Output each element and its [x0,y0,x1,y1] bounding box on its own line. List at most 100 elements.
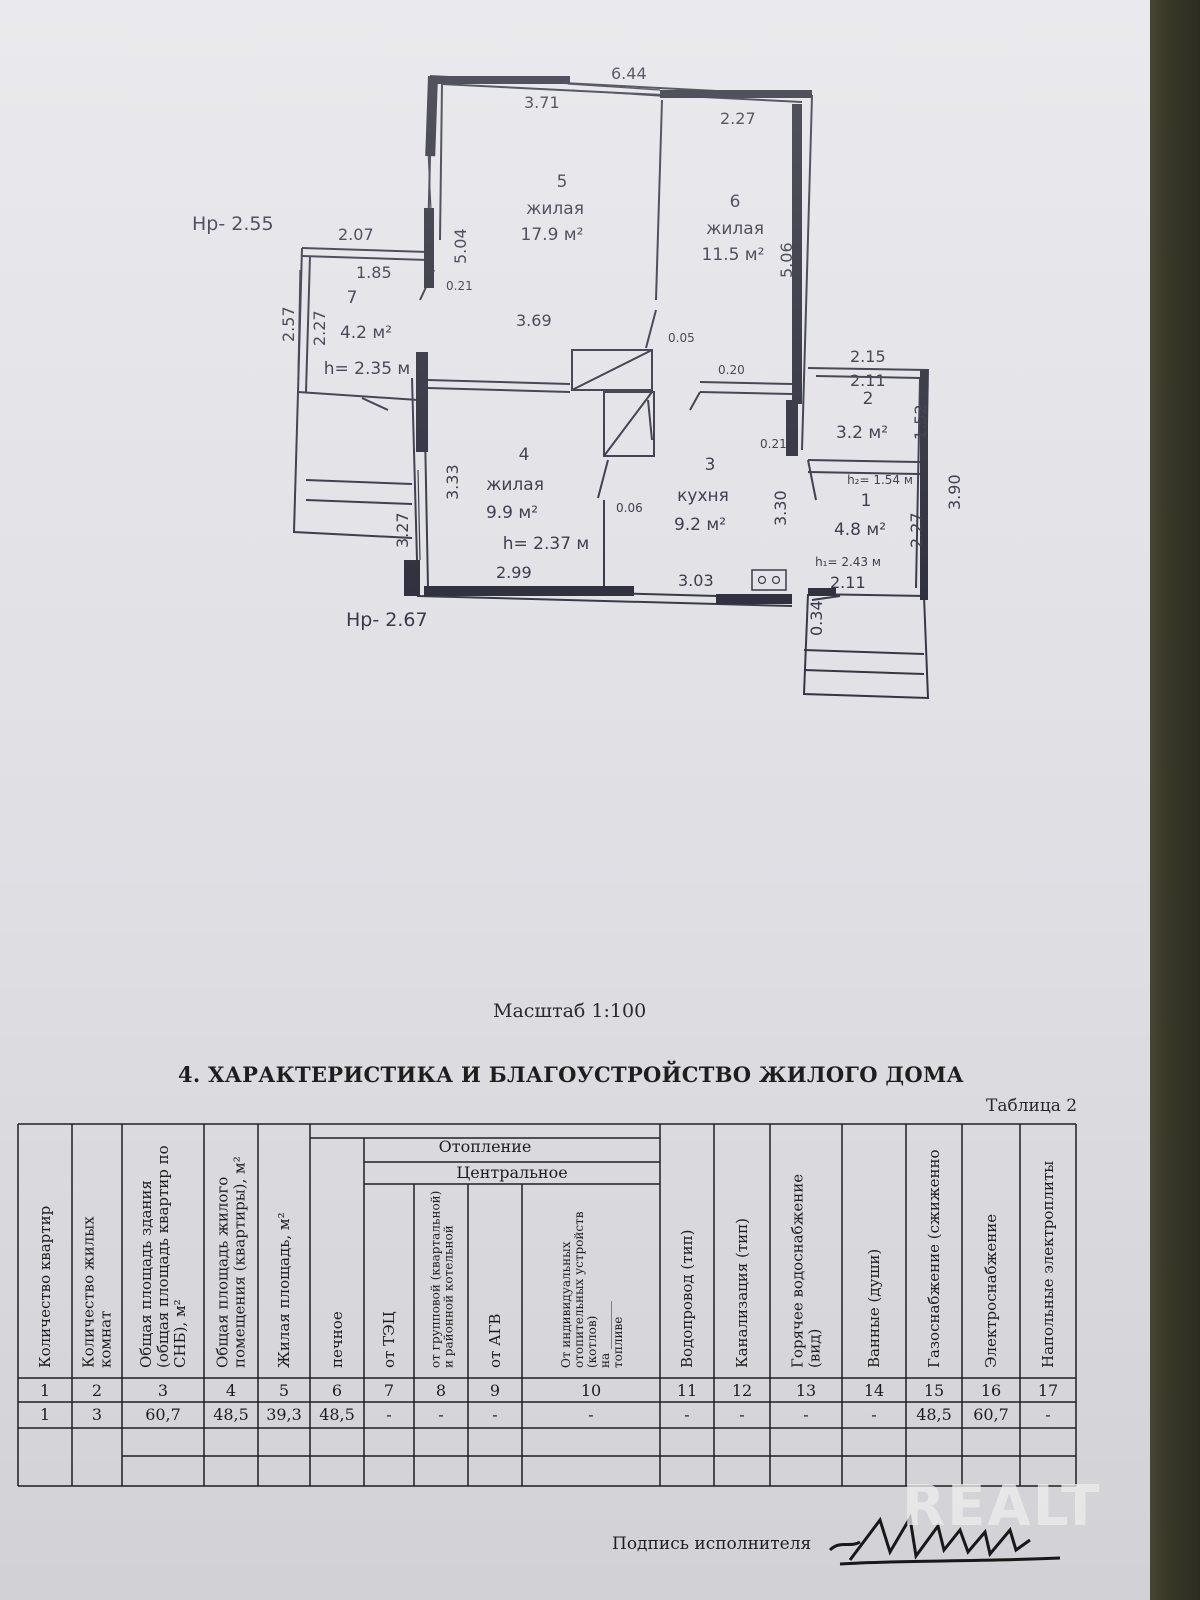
heading-group-label: Отопление [439,1137,532,1156]
column-number: 16 [981,1381,1001,1400]
realt-watermark: REALT [902,1474,1102,1539]
room-6-type: жилая [706,219,764,239]
dim-label: 2.15 [850,347,886,366]
room-3-number: 3 [705,455,716,475]
column-header-label: (вид) [806,1329,824,1368]
dim-label: 3.30 [771,490,790,526]
table-cell-value: 3 [92,1405,102,1424]
table-cell-value: - [1045,1405,1050,1424]
column-header-label: СНБ), м² [171,1299,189,1368]
column-header-label: отопительных устройств [572,1211,586,1368]
column-number: 8 [436,1381,446,1400]
room-2-area: 3.2 м² [836,423,888,443]
dim-label: 0.05 [668,331,695,345]
column-number: 1 [40,1381,50,1400]
table-cell-value: 1 [40,1405,50,1424]
dim-label: 3.90 [945,474,964,510]
column-header-label: топливе [611,1317,625,1368]
dim-label: 2.07 [338,225,374,244]
column-number: 13 [796,1381,816,1400]
column-header-label: Горячее водоснабжение [789,1174,807,1368]
column-header-label: (котлов) [585,1316,599,1368]
room-5-type: жилая [526,199,584,219]
room-1-area: 4.8 м² [834,520,886,540]
room-6-number: 6 [730,192,741,212]
dim-label: 5.06 [777,242,796,278]
dim-label: 2.11 [850,371,886,390]
room-2-number: 2 [863,389,874,409]
dim-label: 3.69 [516,311,552,330]
column-header-label: от ТЭЦ [380,1311,398,1368]
table-cell-value: - [386,1405,391,1424]
room-1-number: 1 [861,491,872,511]
column-header-label: Общая площадь жилого [214,1177,232,1368]
dim-label: 3.33 [443,464,462,500]
room-4-height: h= 2.37 м [503,534,590,554]
column-header-label: Газоснабжение (сжиженно [925,1149,943,1368]
dim-label: 6.44 [611,64,647,83]
dim-label: 0.21 [760,437,787,451]
room-7-area: 4.2 м² [340,323,392,343]
room-5-area: 17.9 м² [521,225,584,245]
table-cell-value: - [492,1405,497,1424]
column-header-label: Количество квартир [36,1206,54,1368]
dim-label: 2.57 [279,306,298,342]
table-cell-value: 60,7 [973,1405,1009,1424]
section-title: 4. ХАРАКТЕРИСТИКА И БЛАГОУСТРОЙСТВО ЖИЛО… [178,1062,964,1087]
column-number: 3 [158,1381,168,1400]
table-cell-value: 60,7 [145,1405,181,1424]
dim-label: 1.85 [356,263,392,282]
column-number: 15 [924,1381,944,1400]
dim-label: 0.20 [718,363,745,377]
column-header-label: печное [328,1311,346,1368]
room-4-type: жилая [486,475,544,495]
column-number: 11 [677,1381,697,1400]
column-header-label: Жилая площадь, м² [275,1212,293,1368]
table-cell-value: - [739,1405,744,1424]
heading-subgroup-label: Центральное [456,1163,567,1182]
column-header-label: (общая площадь квартир по [154,1145,172,1368]
column-number: 17 [1038,1381,1058,1400]
column-header-label: Общая площадь здания [137,1180,155,1368]
dim-label: 3.27 [393,512,412,548]
column-header-label: Ванные (души) [865,1249,883,1368]
column-header-label: комнат [97,1311,115,1368]
column-header-label: от АГВ [486,1314,504,1368]
dim-label: 0.06 [616,501,643,515]
dim-label: 2.11 [830,573,866,592]
level-label: Нр- 2.55 [192,213,274,235]
column-header-label: Водопровод (тип) [678,1230,696,1368]
dim-label: 1.52 [911,404,930,440]
column-number: 10 [581,1381,601,1400]
level-label: Нр- 2.67 [346,609,428,631]
dim-label: 3.03 [678,571,714,590]
column-number: 6 [332,1381,342,1400]
column-header-label: и районной котельной [442,1225,456,1368]
column-number: 14 [864,1381,884,1400]
table-cell-value: - [438,1405,443,1424]
table-label: Таблица 2 [986,1096,1078,1116]
room-1-height: h₁= 2.43 м [815,555,881,569]
room-4-number: 4 [519,445,530,465]
dim-label: 2.27 [907,512,926,548]
column-header-label: на ________ [598,1301,612,1368]
signature-label: Подпись исполнителя [612,1534,812,1554]
dim-label: 0.34 [807,600,826,636]
column-header-label: помещения (квартиры), м² [231,1156,249,1368]
column-number: 5 [279,1381,289,1400]
room-7-height: h= 2.35 м [324,359,411,379]
column-header-label: Канализация (тип) [733,1218,751,1368]
column-number: 2 [92,1381,102,1400]
column-number: 4 [226,1381,236,1400]
signature-image [828,1513,1061,1566]
room-7-number: 7 [347,288,358,308]
table-cell-value: - [871,1405,876,1424]
room-5-number: 5 [557,172,568,192]
room-6-area: 11.5 м² [702,245,765,265]
dim-label: 2.27 [720,109,756,128]
table-cell-value: - [684,1405,689,1424]
column-number: 12 [732,1381,752,1400]
table-cell-value: 48,5 [319,1405,355,1424]
dim-label: 2.99 [496,563,532,582]
column-header-label: От индивидуальных [559,1241,573,1368]
